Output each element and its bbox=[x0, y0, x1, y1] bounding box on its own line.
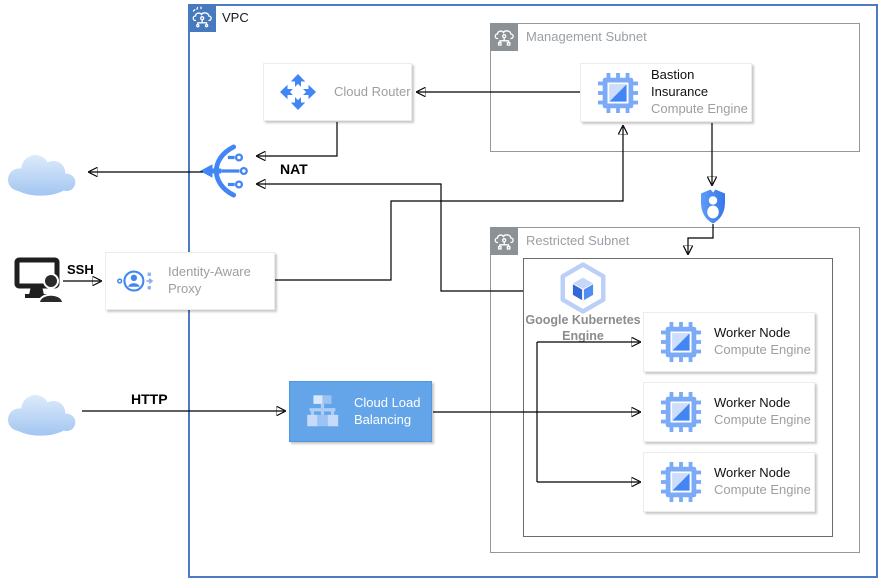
gke-cluster-boundary[interactable] bbox=[523, 258, 833, 537]
bastion-node[interactable]: Bastion Insurance Compute Engine bbox=[580, 63, 752, 122]
worker-subtitle: Compute Engine bbox=[714, 412, 811, 427]
management-subnet[interactable] bbox=[490, 23, 860, 152]
worker-title: Worker Node bbox=[714, 465, 791, 481]
bastion-title: Bastion Insurance bbox=[651, 67, 709, 100]
worker-node-1[interactable]: Worker Node Compute Engine bbox=[643, 312, 815, 372]
compute-engine-icon bbox=[660, 321, 702, 363]
vpc-label: VPC bbox=[222, 10, 249, 25]
worker-node-2[interactable]: Worker Node Compute Engine bbox=[643, 382, 815, 442]
iap-icon bbox=[116, 264, 156, 298]
worker-node-3[interactable]: Worker Node Compute Engine bbox=[643, 452, 815, 512]
compute-engine-icon bbox=[660, 461, 702, 503]
nat-edge-label: NAT bbox=[280, 161, 308, 177]
compute-engine-icon bbox=[597, 72, 639, 114]
compute-engine-icon bbox=[660, 391, 702, 433]
cloud-router-node[interactable]: Cloud Router bbox=[263, 63, 412, 121]
iap-label: Identity-Aware Proxy bbox=[168, 264, 251, 296]
shield-user-icon[interactable] bbox=[699, 187, 727, 225]
nat-gateway-icon[interactable] bbox=[198, 142, 252, 200]
http-edge-label: HTTP bbox=[131, 391, 168, 407]
worker-subtitle: Compute Engine bbox=[714, 342, 811, 357]
worker-subtitle: Compute Engine bbox=[714, 482, 811, 497]
load-balancer-icon bbox=[302, 393, 342, 430]
gke-icon[interactable] bbox=[556, 261, 610, 315]
iap-node[interactable]: Identity-Aware Proxy bbox=[105, 252, 275, 310]
subnet-icon bbox=[490, 23, 518, 51]
gke-label: Google Kubernetes Engine bbox=[525, 313, 641, 343]
worker-title: Worker Node bbox=[714, 395, 791, 411]
subnet-icon bbox=[490, 227, 518, 255]
worker-title: Worker Node bbox=[714, 325, 791, 341]
cloud-router-icon bbox=[280, 74, 316, 110]
cloud-router-label: Cloud Router bbox=[334, 83, 411, 99]
vpc-icon bbox=[188, 4, 216, 32]
load-balancer-label: Cloud Load Balancing bbox=[354, 394, 421, 427]
admin-terminal-icon[interactable] bbox=[14, 257, 66, 303]
restricted-subnet[interactable] bbox=[490, 227, 860, 553]
ssh-edge-label: SSH bbox=[67, 262, 94, 277]
restricted-subnet-label: Restricted Subnet bbox=[526, 233, 630, 248]
management-subnet-label: Management Subnet bbox=[526, 29, 647, 44]
load-balancer-node[interactable]: Cloud Load Balancing bbox=[289, 381, 432, 442]
internet-cloud-icon[interactable] bbox=[2, 146, 82, 200]
bastion-subtitle: Compute Engine bbox=[651, 100, 748, 116]
internet-cloud-icon[interactable] bbox=[2, 386, 82, 440]
